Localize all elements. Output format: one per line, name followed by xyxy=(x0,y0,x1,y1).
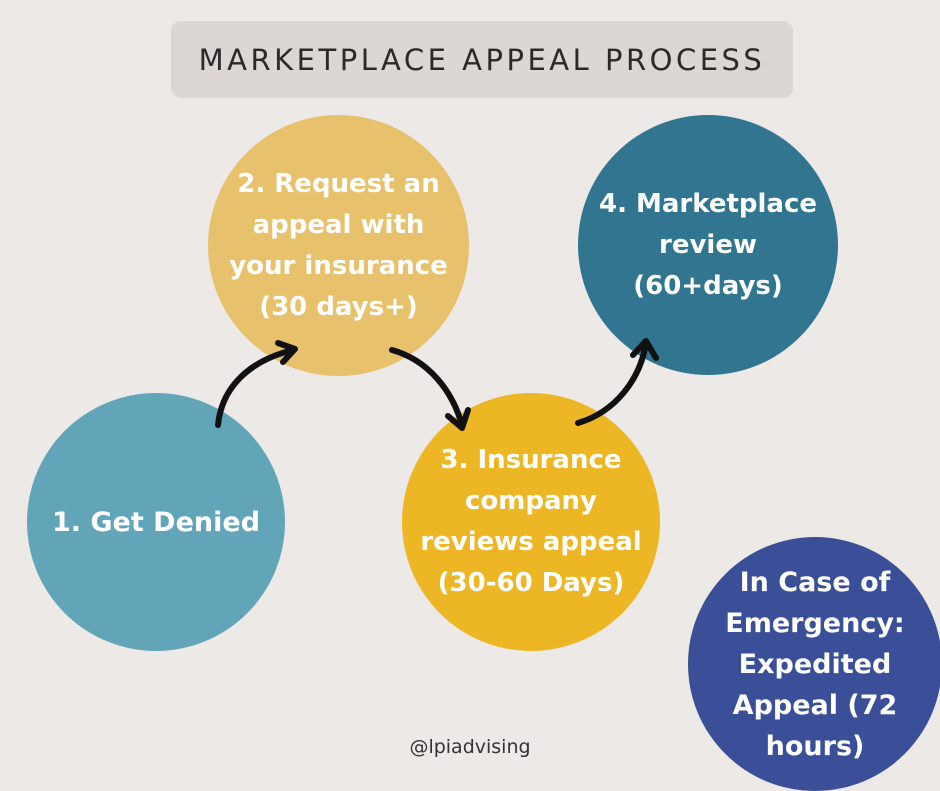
step-3-label: 3. Insurance company reviews appeal (30-… xyxy=(420,445,642,598)
step-4-label: 4. Marketplace review (60+days) xyxy=(598,188,818,301)
arrow-step2-to-step3 xyxy=(389,347,465,428)
diagram-title: MARKETPLACE APPEAL PROCESS xyxy=(198,42,766,77)
step-1-circle: 1. Get Denied xyxy=(27,393,285,651)
social-handle: @lpiadvising xyxy=(0,736,940,758)
step-3-circle: 3. Insurance company reviews appeal (30-… xyxy=(402,393,660,651)
title-banner: MARKETPLACE APPEAL PROCESS xyxy=(171,21,793,98)
social-handle-text: @lpiadvising xyxy=(409,736,531,758)
emergency-circle: In Case of Emergency: Expedited Appeal (… xyxy=(688,537,940,791)
step-2-label: 2. Request an appeal with your insurance… xyxy=(229,168,448,322)
step-1-label: 1. Get Denied xyxy=(51,506,261,538)
step-2-circle: 2. Request an appeal with your insurance… xyxy=(208,115,469,376)
emergency-label: In Case of Emergency: Expedited Appeal (… xyxy=(725,566,905,762)
step-4-circle: 4. Marketplace review (60+days) xyxy=(578,115,838,375)
